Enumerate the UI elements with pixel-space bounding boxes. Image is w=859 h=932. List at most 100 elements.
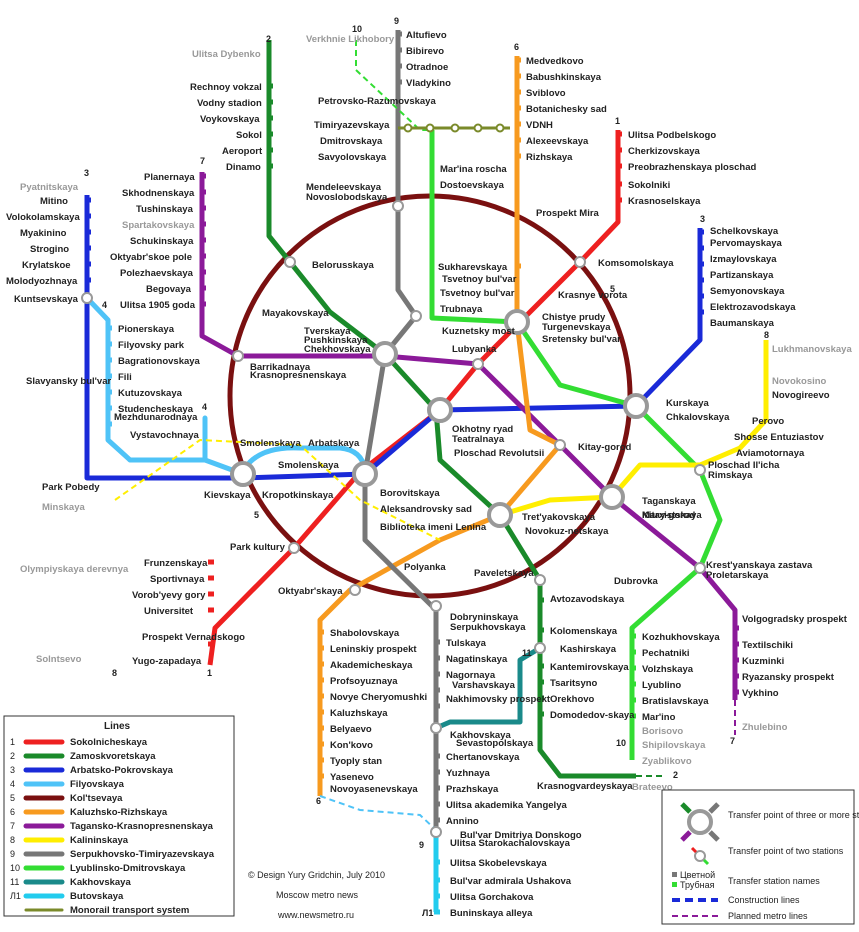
svg-text:2: 2 xyxy=(673,770,678,780)
station-label: Pervomayskaya xyxy=(710,238,783,249)
legend-item-number: 10 xyxy=(10,863,20,873)
station-label: Ulitsa Starokachalovskaya xyxy=(450,838,571,849)
station-label: Ploschad Il'icha xyxy=(708,460,780,471)
station-label: Bibirevo xyxy=(406,46,444,57)
legend-item-label: Kol'tsevaya xyxy=(70,793,123,804)
station-label: Kuznetsky most xyxy=(442,326,516,337)
station-label: Zyablikovo xyxy=(642,756,692,767)
line-1-path xyxy=(207,130,621,666)
station-label: Krasnoselskaya xyxy=(628,196,701,207)
station-label: Chistye prudy xyxy=(542,312,606,323)
station-label: Vodny stadion xyxy=(197,98,262,109)
station-label: Annino xyxy=(446,816,479,827)
station-label: Belorusskaya xyxy=(312,260,375,271)
station-label: Cherkizovskaya xyxy=(628,146,701,157)
station-label: VDNH xyxy=(526,120,553,131)
station-label: Yugo-zapadaya xyxy=(132,656,202,667)
station-label: Mayakovskaya xyxy=(262,308,329,319)
station-label: Rizhskaya xyxy=(526,152,573,163)
station-label: Krasnopresnenskaya xyxy=(250,370,347,381)
station-label: Myakinino xyxy=(20,228,67,239)
station-label: Paveletskaya xyxy=(474,568,534,579)
svg-text:5: 5 xyxy=(254,510,259,520)
svg-text:8: 8 xyxy=(112,668,117,678)
station-label: Olympiyskaya derevnya xyxy=(20,564,129,575)
svg-text:7: 7 xyxy=(730,736,735,746)
station-label: Ryazansky prospekt xyxy=(742,672,835,683)
station-label: Schelkovskaya xyxy=(710,226,779,237)
station-label: Kaluzhskaya xyxy=(330,708,388,719)
station-label: Spartakovskaya xyxy=(122,220,195,231)
station-label: Pionerskaya xyxy=(118,324,175,335)
station-label: Chertanovskaya xyxy=(446,752,520,763)
station-label: Krasnye vorota xyxy=(558,290,628,301)
station-label: Kutuzovskaya xyxy=(118,388,183,399)
svg-text:10: 10 xyxy=(616,738,626,748)
station-label: Kakhovskaya xyxy=(450,730,511,741)
line-10-path xyxy=(429,130,723,760)
station-label: Biblioteka imeni Lenina xyxy=(380,522,487,533)
svg-text:7: 7 xyxy=(200,156,205,166)
legend-item-number: 8 xyxy=(10,835,15,845)
station-label: Novogireevo xyxy=(772,390,830,401)
station-label: Barrikadnaya xyxy=(250,362,311,373)
legend-item-number: 4 xyxy=(10,779,15,789)
station-label: Baumanskaya xyxy=(710,318,775,329)
station-label: Akademicheskaya xyxy=(330,660,413,671)
station-label: Borovitskaya xyxy=(380,488,440,499)
station-label: Mitino xyxy=(40,196,68,207)
construction-line-9 xyxy=(319,795,437,831)
legend-item-number: Л1 xyxy=(10,891,21,901)
legend-item-number: 5 xyxy=(10,793,15,803)
station-label: Lubyanka xyxy=(452,344,497,355)
station-label: Kropotkinskaya xyxy=(262,490,334,501)
station-label: Filyovsky park xyxy=(118,340,185,351)
station-label: Ulitsa akademika Yangelya xyxy=(446,800,567,811)
station-label: Oktyabr'skaya xyxy=(278,586,343,597)
station-label: Teatralnaya xyxy=(452,434,505,445)
station-label: Mar'ino xyxy=(642,712,676,723)
station-label: Dinamo xyxy=(226,162,261,173)
svg-text:3: 3 xyxy=(700,214,705,224)
station-label: Oktyabr'skoe pole xyxy=(110,252,192,263)
station-label: Bul'var Dmitriya Donskogo xyxy=(460,830,582,841)
station-label: Partizanskaya xyxy=(710,270,774,281)
station-label: Tret'yakovskaya xyxy=(522,512,596,523)
svg-text:Transfer station names: Transfer station names xyxy=(728,876,820,886)
station-label: Sportivnaya xyxy=(150,574,205,585)
station-label: Varshavskaya xyxy=(452,680,516,691)
station-label: Park kultury xyxy=(230,542,286,553)
station-label: Fili xyxy=(118,372,132,383)
station-label: Voykovskaya xyxy=(200,114,260,125)
station-label: Kozhukhovskaya xyxy=(642,632,720,643)
svg-text:Moscow metro news: Moscow metro news xyxy=(276,890,359,900)
station-label: Bratislavskaya xyxy=(642,696,709,707)
svg-text:4: 4 xyxy=(202,402,207,412)
station-label: Volgogradsky prospekt xyxy=(742,614,848,625)
station-label: Kuntsevskaya xyxy=(14,294,79,305)
station-label: Leninskiy prospekt xyxy=(330,644,417,655)
station-label: Yasenevo xyxy=(330,772,374,783)
station-label: Timiryazevskaya xyxy=(314,120,390,131)
station-label: Sretensky bul'var xyxy=(542,334,621,345)
svg-text:9: 9 xyxy=(419,840,424,850)
legend-item-number: 1 xyxy=(10,737,15,747)
station-label: Belyaevo xyxy=(330,724,372,735)
station-label: Krylatskoe xyxy=(22,260,71,271)
station-label: Orekhovo xyxy=(550,694,595,705)
station-label: Tushinskaya xyxy=(136,204,194,215)
svg-text:2: 2 xyxy=(266,34,271,44)
station-label: Proletarskaya xyxy=(706,570,769,581)
svg-text:5: 5 xyxy=(610,284,615,294)
station-label: Krest'yanskaya zastava xyxy=(706,560,813,571)
station-label: Komsomolskaya xyxy=(598,258,674,269)
station-label: Arbatskaya xyxy=(308,438,360,449)
station-label: Universitet xyxy=(144,606,194,617)
station-label: Shosse Entuziastov xyxy=(734,432,824,443)
station-label: Volzhskaya xyxy=(642,664,694,675)
